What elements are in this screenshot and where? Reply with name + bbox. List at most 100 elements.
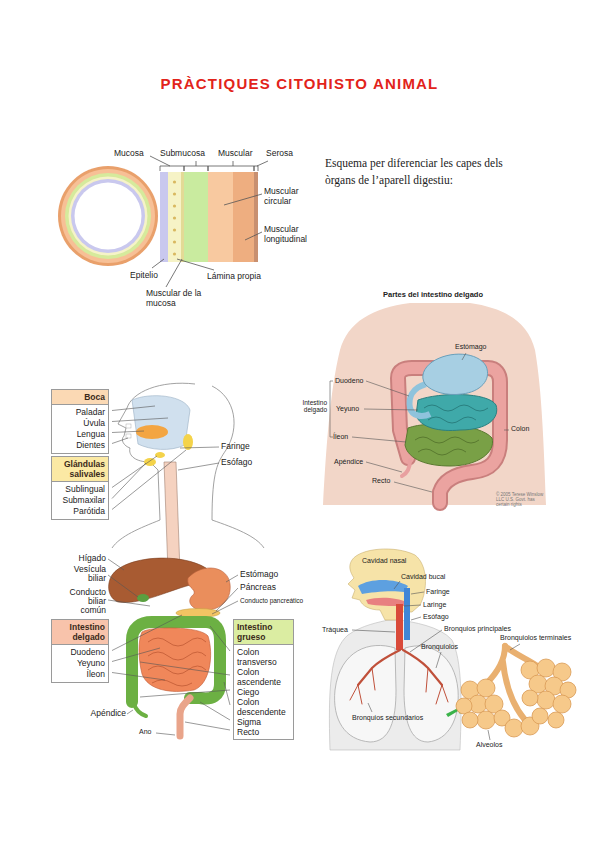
leader-line bbox=[394, 482, 432, 492]
leader-line bbox=[462, 353, 466, 360]
part-label: Estómago bbox=[455, 343, 487, 351]
organ-name: Colon descendente bbox=[237, 697, 290, 717]
alveoli-cluster bbox=[456, 698, 472, 714]
leader-line bbox=[112, 450, 186, 510]
part-label: Muscular longitudinal bbox=[264, 225, 320, 245]
leader-line bbox=[226, 575, 238, 582]
part-label: Muscular circular bbox=[264, 187, 320, 207]
airway-shape bbox=[350, 650, 448, 704]
box-body: DuodenoYeyunoÍleon bbox=[52, 645, 108, 682]
part-label: Apéndice bbox=[334, 458, 363, 466]
layer-bands bbox=[173, 180, 176, 183]
layer-brackets bbox=[245, 232, 262, 240]
layer-ring bbox=[71, 179, 145, 253]
layer-bands bbox=[184, 172, 208, 262]
airway-shape bbox=[404, 646, 458, 742]
leader-line bbox=[112, 615, 182, 651]
part-label: Intestino delgado bbox=[297, 399, 327, 414]
small-intestine-shape bbox=[415, 437, 479, 455]
leader-line bbox=[404, 605, 421, 606]
layer-ring bbox=[65, 173, 151, 259]
small-intestine-shape bbox=[402, 460, 410, 476]
leader-line bbox=[156, 733, 175, 735]
part-label: Submucosa bbox=[160, 149, 205, 159]
digestive-organs bbox=[188, 568, 230, 610]
esophagus-shape bbox=[164, 462, 180, 572]
layer-brackets bbox=[208, 161, 254, 171]
part-label: Laringe bbox=[423, 601, 446, 609]
mouth-shape bbox=[136, 425, 168, 439]
alveoli-cluster bbox=[456, 646, 576, 737]
leader-line bbox=[112, 438, 128, 444]
organ-name: Sigma bbox=[237, 717, 290, 727]
leader-line bbox=[140, 662, 230, 675]
leader-line bbox=[411, 617, 421, 620]
leader-line bbox=[200, 702, 230, 720]
organ-name: Parótida bbox=[55, 506, 105, 517]
box-heading: Glándulas salivales bbox=[52, 457, 108, 482]
layer-brackets bbox=[150, 156, 268, 287]
leader-line bbox=[108, 406, 238, 735]
leader-line bbox=[352, 581, 520, 740]
alveoli-cluster bbox=[537, 659, 555, 677]
layer-brackets bbox=[177, 259, 214, 270]
organ-name: Duodeno bbox=[55, 647, 105, 658]
organ-name: Ciego bbox=[237, 687, 290, 697]
leader-line bbox=[436, 652, 441, 668]
airway-shape bbox=[358, 650, 400, 685]
alveoli-cluster bbox=[548, 712, 564, 728]
body-silhouette bbox=[329, 549, 461, 750]
layer-brackets bbox=[224, 194, 262, 205]
alveoli-cluster bbox=[553, 695, 571, 713]
part-label: Bronquiolos bbox=[421, 643, 458, 651]
leader-line bbox=[108, 559, 124, 570]
organ-name: Paladar bbox=[55, 407, 105, 418]
layer-bands bbox=[208, 172, 233, 262]
esophagus-shape bbox=[164, 462, 180, 572]
leader-line bbox=[112, 648, 160, 662]
body-silhouette bbox=[329, 620, 461, 750]
airway-shape bbox=[335, 645, 396, 742]
mouth-shape bbox=[126, 434, 131, 438]
part-label: Apéndice bbox=[91, 709, 126, 719]
box-heading: Boca bbox=[52, 390, 108, 405]
torso-figure bbox=[323, 303, 546, 505]
alveoli-cluster bbox=[456, 659, 576, 737]
body-silhouette bbox=[348, 549, 425, 620]
organ-name: Sublingual bbox=[55, 484, 105, 495]
part-label: Tráquea bbox=[322, 626, 348, 634]
box-body: SublingualSubmaxilarParótida bbox=[52, 482, 108, 519]
part-label: Estómago bbox=[240, 570, 278, 580]
leader-line bbox=[364, 409, 418, 410]
part-label: Epitelio bbox=[130, 271, 158, 281]
body-outline bbox=[212, 520, 264, 548]
part-label: Ano bbox=[139, 728, 151, 736]
alveoli-cluster bbox=[462, 712, 478, 728]
part-label: Mucosa bbox=[114, 149, 144, 159]
part-label: Recto bbox=[372, 477, 390, 485]
page-title: PRÀCTIQUES CITOHISTO ANIMAL bbox=[0, 75, 599, 92]
part-label: Faringe bbox=[426, 588, 450, 596]
leader-line bbox=[185, 722, 230, 730]
alveoli-cluster bbox=[532, 708, 548, 724]
digestive-organs bbox=[134, 704, 146, 716]
label-box: Glándulas salivalesSublingualSubmaxilarP… bbox=[51, 456, 109, 520]
layer-bands bbox=[173, 228, 176, 231]
small-intestine-shape bbox=[424, 405, 488, 423]
leader-line bbox=[352, 437, 406, 442]
part-label: Colon bbox=[511, 425, 529, 433]
part-label: Esófago bbox=[221, 458, 252, 468]
digestive-organs bbox=[180, 698, 190, 736]
leader-line bbox=[112, 431, 144, 433]
layer-bands bbox=[173, 204, 176, 207]
leader-line bbox=[108, 600, 150, 606]
part-label: © 2005 Terese Winslow LLC U.S. Govt. has… bbox=[496, 492, 544, 508]
leader-line bbox=[112, 456, 157, 488]
part-label: Bronquios secundarios bbox=[352, 714, 423, 722]
leader-line bbox=[112, 673, 165, 681]
layer-brackets bbox=[184, 161, 208, 171]
leader-line bbox=[368, 703, 372, 712]
layer-bands bbox=[173, 252, 176, 255]
part-label: Íleon bbox=[333, 433, 348, 441]
organ-name: Colon ascendente bbox=[237, 667, 290, 687]
